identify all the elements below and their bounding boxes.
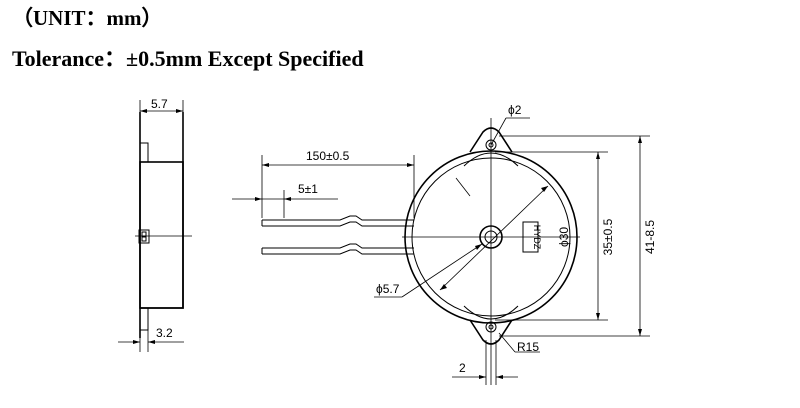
side-dim-arrow-left [140, 109, 147, 113]
lead-dim-arrow-left [262, 163, 269, 167]
side-terminal-pin-2 [141, 236, 147, 242]
side-dim-arrow-right [176, 109, 183, 113]
side-body-outline [139, 112, 184, 338]
body-diameter-label: ϕ30 [557, 227, 571, 247]
flange-radius-leader [498, 332, 516, 353]
side-dim32-arrow-left [133, 340, 140, 344]
lead-lower-top [262, 243, 414, 249]
strip-dim-arrow-right [284, 197, 291, 201]
flange-width-arrow-right [496, 375, 503, 379]
product-label-box [522, 221, 539, 253]
center-hole-leader [401, 243, 483, 298]
side-top-tab [139, 142, 149, 163]
height-outer-arrow-bottom [638, 329, 642, 336]
diameter-arrow-bottom [440, 284, 447, 290]
strip-dim-arrow-left [255, 197, 262, 201]
side-view: 5.7 3.2 [118, 97, 192, 352]
lead-upper-top [262, 215, 414, 221]
center-hole-leader-arrow [475, 244, 482, 250]
strip-length-label: 5±1 [298, 182, 318, 196]
lead-length-label: 150±0.5 [306, 149, 350, 163]
center-hole-dim-label: ϕ5.7 [376, 282, 400, 296]
side-terminal-pin-1 [141, 231, 147, 237]
hole-dim-label: ϕ2 [508, 103, 522, 117]
front-view: HYDZ 150±0.5 5±1 ϕ2 ϕ5.7 [232, 103, 657, 385]
hole-leader [490, 117, 507, 146]
flange-width-arrow-left [479, 375, 486, 379]
diameter-arrow-top [541, 186, 548, 192]
side-bottom-tab [139, 307, 149, 331]
diameter-line [439, 185, 549, 291]
side-terminal [138, 229, 150, 244]
diameter-short-stroke [455, 177, 471, 197]
side-dim-thickness-label: 5.7 [151, 97, 168, 111]
lead-lower-bottom [262, 249, 414, 255]
side-body-rect [139, 161, 184, 309]
unit-note: （UNIT：mm） [12, 6, 163, 30]
tolerance-note: Tolerance：±0.5mm Except Specified [12, 46, 364, 71]
height-outer-label: 41-8.5 [643, 220, 657, 254]
side-dim32-arrow-right [148, 340, 155, 344]
product-label-text: HYDZ [532, 225, 542, 250]
height-outer-arrow-top [638, 136, 642, 143]
flange-radius-label: R15 [517, 340, 539, 354]
height-inner-label: 35±0.5 [601, 218, 615, 255]
flange-width-label: 2 [459, 361, 466, 375]
lead-dim-arrow-right [407, 163, 414, 167]
height-inner-arrow-bottom [596, 313, 600, 320]
side-dim-tab-label: 3.2 [156, 326, 173, 340]
lead-upper-bottom [262, 221, 414, 227]
height-inner-arrow-top [596, 152, 600, 159]
